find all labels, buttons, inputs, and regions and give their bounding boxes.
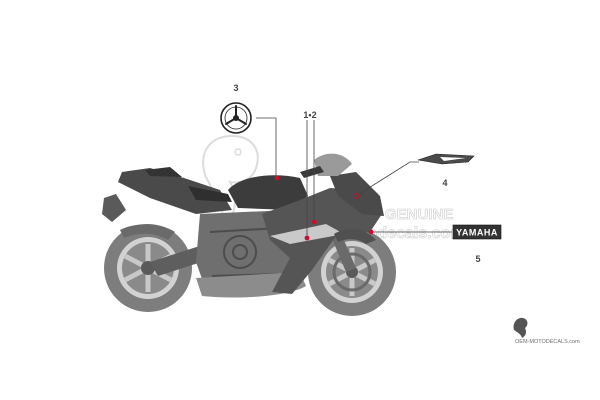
brake-disc — [332, 252, 372, 292]
leader-4 — [355, 161, 419, 197]
marker-tank-emblem[interactable] — [274, 175, 280, 181]
license-bracket — [102, 194, 126, 222]
leader-lines — [256, 117, 452, 238]
part-3-emblem[interactable] — [220, 102, 252, 134]
watermark-genuine-text: GENUINE — [385, 206, 453, 223]
front-fender — [334, 229, 376, 244]
site-credit-text: OEM-MOTODECALS.com — [515, 339, 580, 345]
rider-seat — [188, 186, 232, 202]
fuel-tank — [228, 175, 308, 210]
handlebar — [300, 166, 324, 178]
yamaha-decal-text: YAMAHA — [456, 228, 498, 238]
callout-3: 3 — [233, 83, 238, 93]
emblem-center — [233, 115, 239, 121]
leader-3 — [256, 117, 277, 177]
windscreen — [314, 153, 352, 176]
site-credit: OEM-MOTODECALS.com — [513, 317, 580, 345]
motorcycle-illustration — [102, 153, 396, 316]
decal-markers — [274, 175, 374, 241]
tail-section — [118, 168, 232, 214]
callout-labels: 3 1•2 4 5 — [233, 83, 480, 264]
stripe-decal-highlight — [440, 157, 466, 161]
part-4-stripe-decal[interactable] — [417, 153, 475, 165]
watermark-bird-eye — [234, 148, 242, 156]
rear-seat — [145, 167, 182, 177]
marker-front-fairing[interactable] — [353, 193, 359, 199]
callout-1-2: 1•2 — [303, 110, 316, 120]
marker-side-logo[interactable] — [368, 229, 374, 235]
callout-4: 4 — [442, 178, 447, 188]
rear-hugger — [120, 224, 175, 240]
site-bird-icon — [513, 317, 528, 338]
marker-fairing-2[interactable] — [311, 219, 317, 225]
marker-fairing-1[interactable] — [304, 235, 310, 241]
callout-5: 5 — [475, 254, 480, 264]
yamaha-decal-box — [452, 224, 502, 240]
side-fairing — [262, 188, 382, 294]
part-5-yamaha-decal[interactable]: YAMAHA — [452, 224, 502, 240]
